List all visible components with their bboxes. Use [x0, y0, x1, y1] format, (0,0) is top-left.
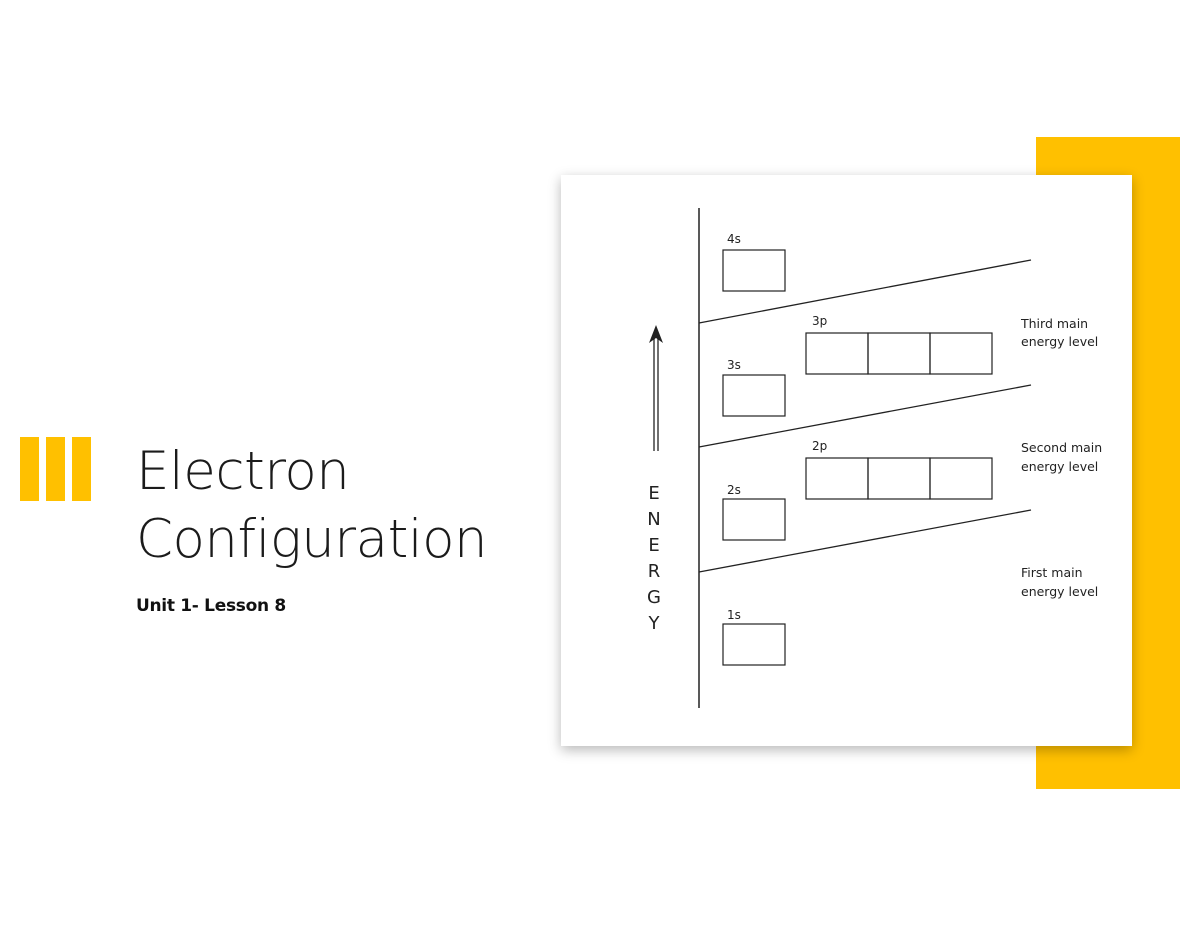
first-level-label-line-2: energy level [1021, 584, 1098, 599]
orbital-box-3p-1 [805, 332, 869, 375]
slide-subtitle: Unit 1- Lesson 8 [136, 596, 286, 616]
first-level-label-line-1: First main [1021, 565, 1083, 580]
energy-letter-n: N [647, 509, 660, 530]
sublevel-label-3p: 3p [812, 314, 827, 328]
slide-title-line-2: Configuration [136, 509, 488, 570]
sublevel-label-2p: 2p [812, 439, 827, 453]
orbital-box-3p-2 [867, 332, 931, 375]
orbital-box-4s [722, 249, 786, 292]
sublevel-label-3s: 3s [727, 358, 741, 372]
energy-letter-y: Y [648, 613, 661, 634]
level-divider-1-2 [698, 509, 1032, 573]
slide-title: Electron Configuration [136, 438, 488, 574]
second-level-label-line-2: energy level [1021, 459, 1098, 474]
energy-letter-g: G [647, 587, 661, 608]
orbital-box-2p-2 [867, 457, 931, 500]
orbital-box-1s [722, 623, 786, 666]
diagram-card: E N E R G Y 4s 3p 3s Third main energy l… [561, 175, 1132, 746]
accent-bar-3 [72, 437, 91, 501]
level-divider-2-3 [698, 384, 1032, 448]
accent-bar-1 [20, 437, 39, 501]
orbital-box-2p-3 [929, 457, 993, 500]
orbital-box-3s [722, 374, 786, 417]
third-level-label-line-2: energy level [1021, 334, 1098, 349]
sublevel-label-4s: 4s [727, 232, 741, 246]
level-divider-3-4 [698, 259, 1032, 324]
accent-bars [20, 437, 92, 501]
energy-letter-e1: E [648, 483, 659, 504]
sublevel-label-1s: 1s [727, 608, 741, 622]
sublevel-label-2s: 2s [727, 483, 741, 497]
energy-letter-e2: E [648, 535, 659, 556]
third-level-label-line-1: Third main [1020, 316, 1088, 331]
energy-letter-r: R [648, 561, 661, 582]
orbital-box-3p-3 [929, 332, 993, 375]
orbital-box-2s [722, 498, 786, 541]
orbital-box-2p-1 [805, 457, 869, 500]
energy-arrow-head [649, 325, 663, 343]
accent-bar-2 [46, 437, 65, 501]
second-level-label-line-1: Second main [1021, 440, 1102, 455]
slide-title-line-1: Electron [136, 441, 350, 502]
energy-level-diagram: E N E R G Y 4s 3p 3s Third main energy l… [647, 208, 1102, 708]
